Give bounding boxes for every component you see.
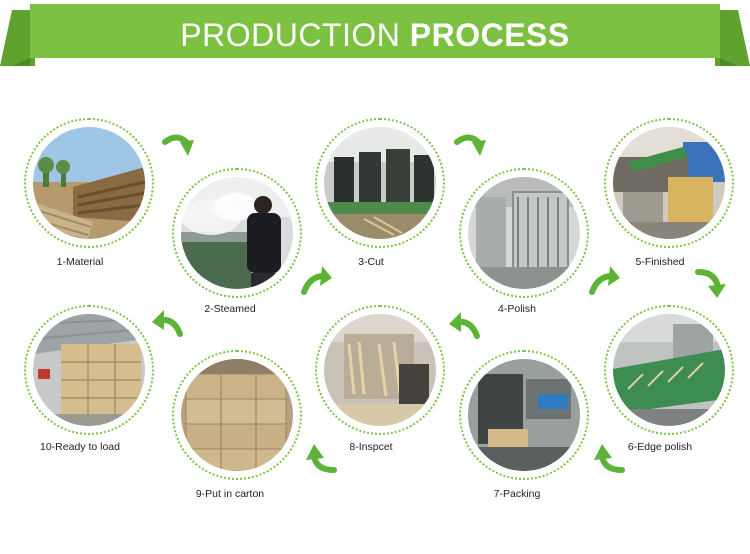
inspection-photo — [324, 314, 436, 426]
step-8 — [315, 305, 445, 435]
step-3-label: 3-Cut — [358, 256, 384, 268]
curved-arrow-icon — [449, 312, 480, 339]
steam-worker-photo — [181, 177, 293, 289]
step-1-label: 1-Material — [56, 256, 104, 268]
step-8-label: 8-Inspcet — [349, 441, 393, 453]
step-3 — [315, 118, 445, 248]
curved-arrow-icon — [454, 134, 486, 156]
logs-photo — [33, 127, 145, 239]
edge-polish-photo — [613, 314, 725, 426]
curved-arrow-icon — [301, 266, 332, 295]
step-2 — [172, 168, 302, 298]
step-5 — [604, 118, 734, 248]
packing-machine-photo — [468, 359, 580, 471]
warehouse-photo — [33, 314, 145, 426]
curved-arrow-icon — [589, 266, 620, 295]
step-10 — [24, 305, 154, 435]
polish-machine-photo — [468, 177, 580, 289]
title-bold: PROCESS — [409, 17, 570, 53]
cartons-photo — [181, 359, 293, 471]
step-6-label: 6-Edge polish — [627, 441, 693, 453]
title-light: PRODUCTION — [180, 17, 410, 53]
step-4-label: 4-Polish — [498, 303, 536, 315]
step-1 — [24, 118, 154, 248]
step-5-label: 5-Finished — [635, 256, 685, 268]
curved-arrow-icon — [152, 310, 183, 337]
step-7 — [459, 350, 589, 480]
curved-arrow-icon — [306, 444, 337, 473]
step-9 — [172, 350, 302, 480]
step-9-label: 9-Put in carton — [195, 488, 265, 500]
step-2-label: 2-Steamed — [204, 303, 256, 315]
finished-sticks-photo — [613, 127, 725, 239]
curved-arrow-icon — [594, 444, 625, 473]
step-4 — [459, 168, 589, 298]
page-title: PRODUCTION PROCESS — [0, 15, 750, 55]
curved-arrow-icon — [695, 269, 726, 298]
step-10-label: 10-Ready to load — [40, 441, 120, 453]
step-7-label: 7-Packing — [493, 488, 541, 500]
header-banner — [0, 0, 750, 80]
cutting-machines-photo — [324, 127, 436, 239]
step-6 — [604, 305, 734, 435]
curved-arrow-icon — [162, 134, 194, 156]
